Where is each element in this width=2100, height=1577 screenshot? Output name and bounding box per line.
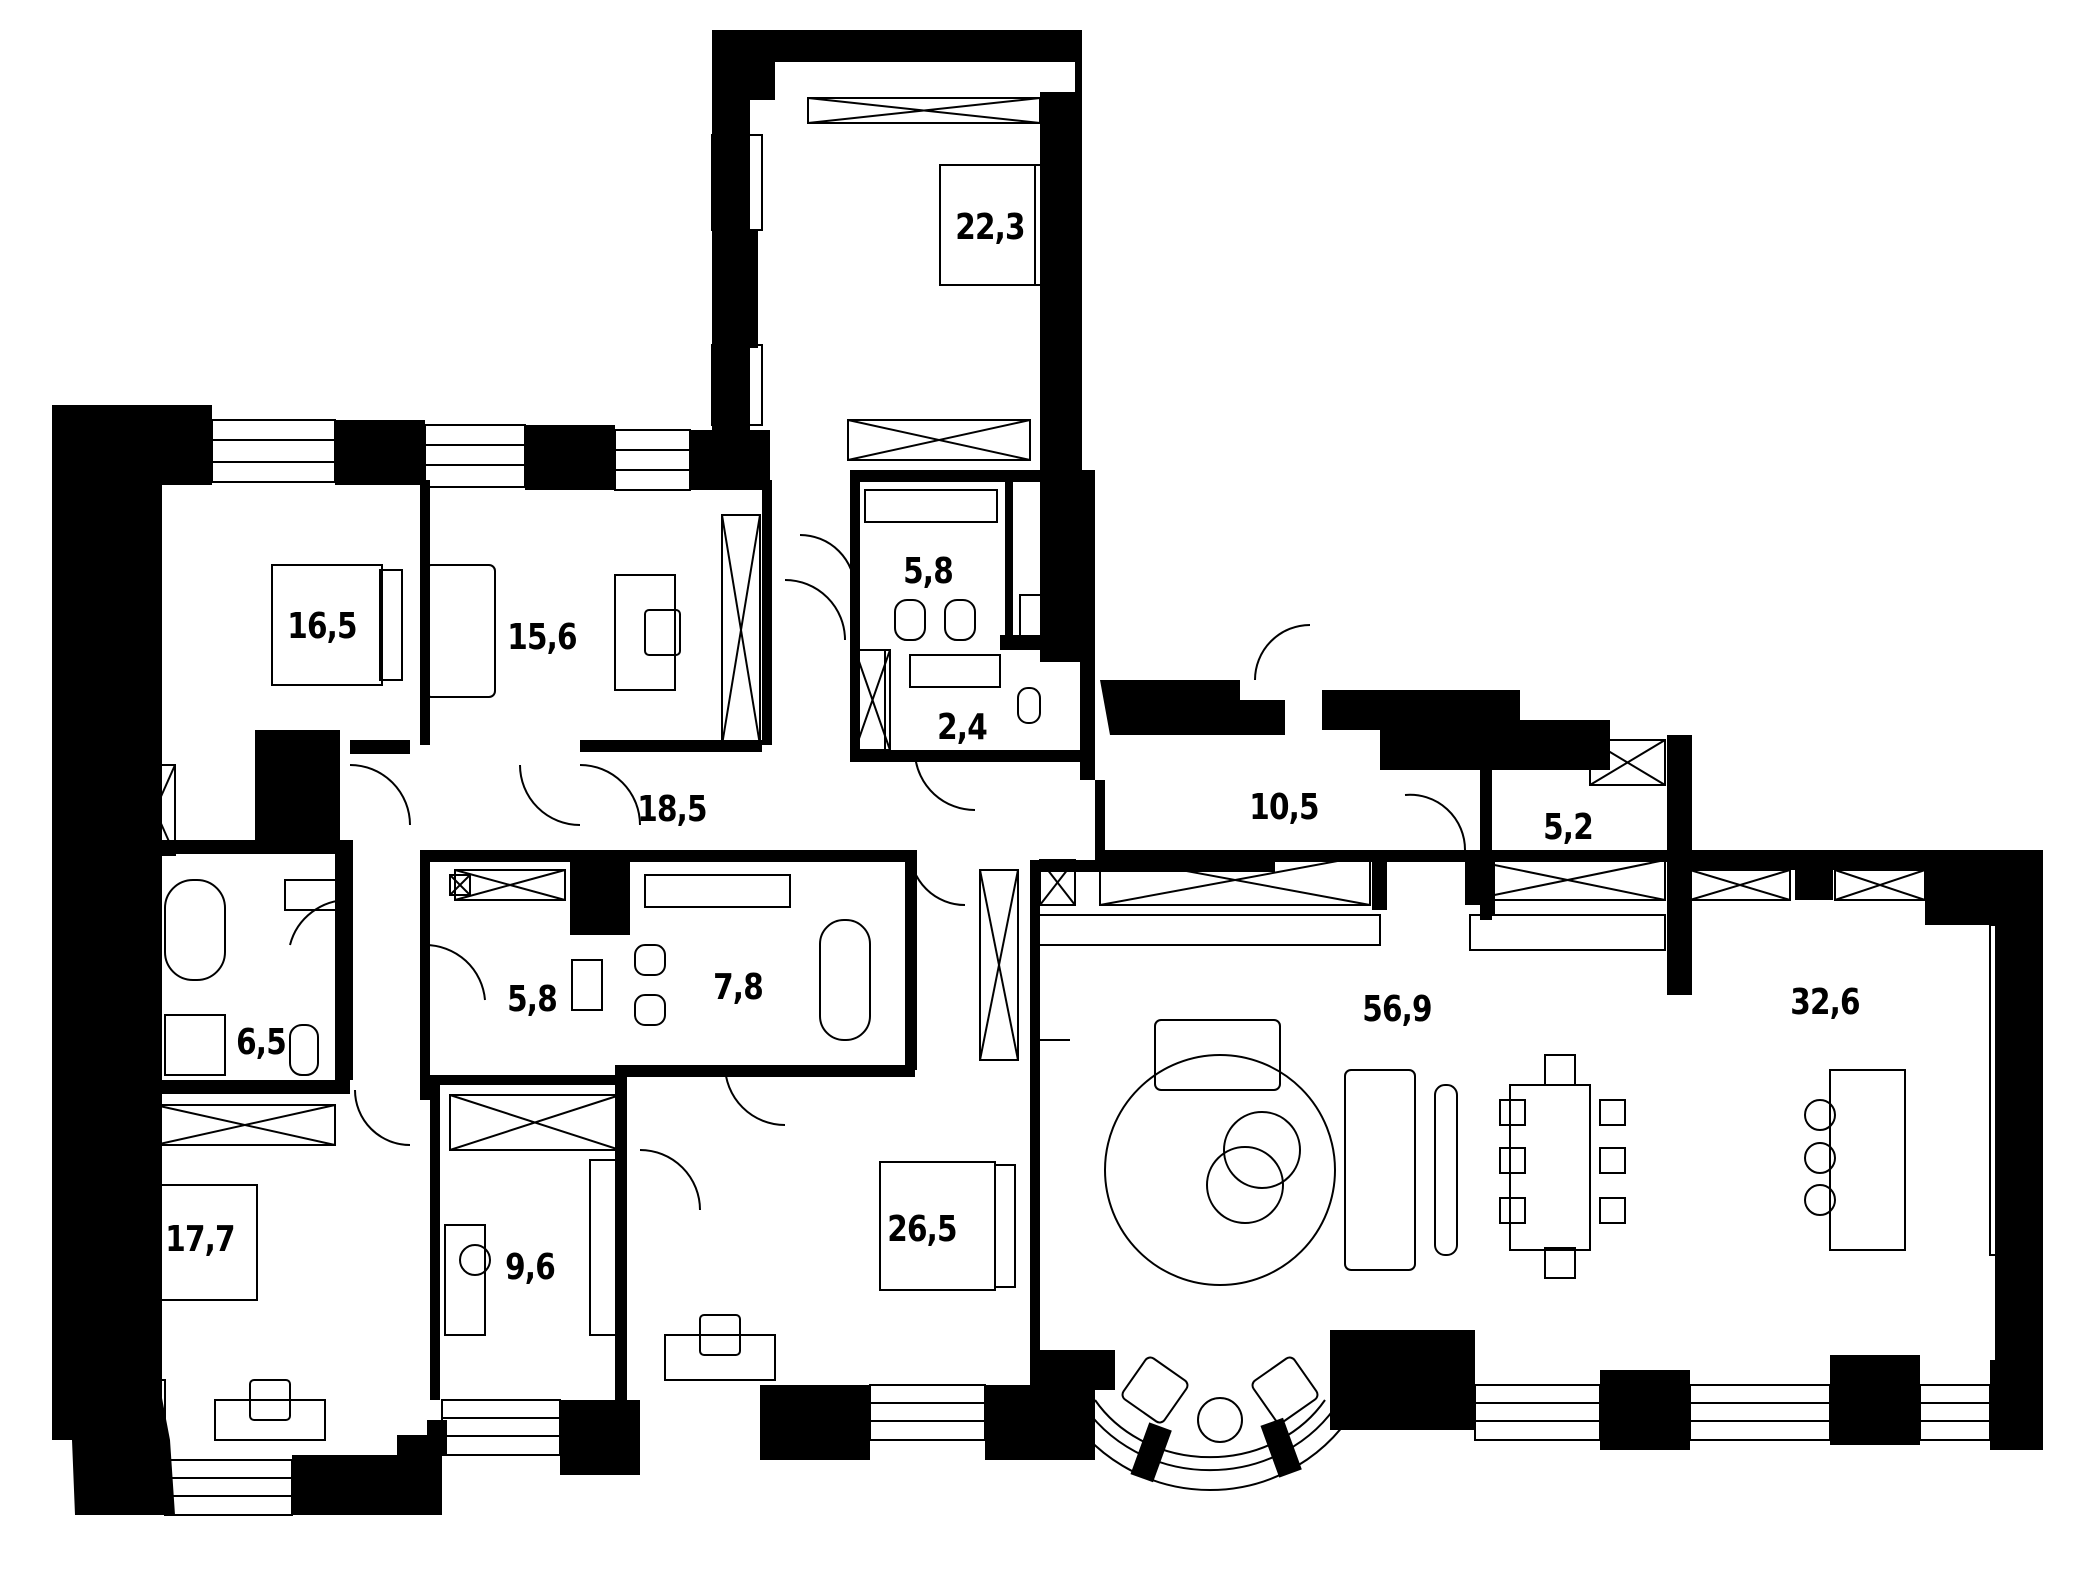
doors [289,534,1467,1211]
area-label-bedroom-south: 26,5 [887,1209,957,1250]
area-label-living-room: 56,9 [1362,989,1432,1030]
area-label-bathroom-north: 5,8 [903,551,954,592]
area-label-laundry: 5,8 [507,979,558,1020]
wardrobes [134,97,1926,1336]
area-label-storage: 5,2 [1543,807,1594,848]
area-label-kitchen: 32,6 [1790,982,1860,1023]
windows [164,134,1991,1516]
area-label-bedroom-north: 22,3 [955,207,1025,248]
beds [121,164,1056,1301]
area-label-dressing-room: 9,6 [505,1247,556,1288]
area-label-hall: 10,5 [1249,787,1319,828]
area-label-bedroom-west: 16,5 [287,606,357,647]
furniture [134,489,2036,1466]
interior-walls [160,470,1670,1405]
area-label-bathroom-west: 6,5 [236,1022,287,1063]
area-label-bathroom-center: 7,8 [713,967,764,1008]
area-label-bedroom-southwest: 17,7 [165,1219,235,1260]
area-label-corridor: 18,5 [637,789,707,830]
exterior-walls [52,30,2043,1515]
area-label-study: 15,6 [507,617,577,658]
area-label-wc-small: 2,4 [937,707,988,748]
